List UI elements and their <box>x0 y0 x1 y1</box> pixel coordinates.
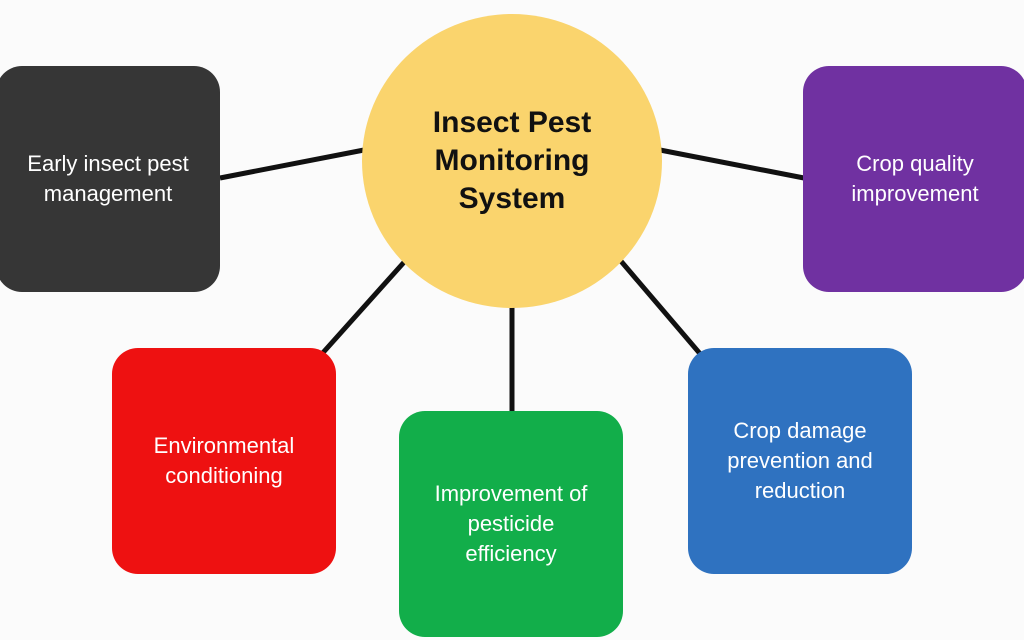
node-early-insect-pest-management: Early insect pest management <box>0 66 220 292</box>
connector-early <box>219 147 365 181</box>
node-label: Early insect pest management <box>27 151 189 206</box>
connector-damage <box>618 258 704 358</box>
node-crop-damage-prevention: Crop damage prevention and reduction <box>688 348 912 574</box>
node-label: Crop quality improvement <box>851 151 979 206</box>
node-crop-quality-improvement: Crop quality improvement <box>803 66 1024 292</box>
center-node: Insect Pest Monitoring System <box>362 14 662 308</box>
connector-quality <box>659 147 805 181</box>
connector-environmental <box>318 258 408 358</box>
center-title: Insect Pest Monitoring System <box>432 106 592 215</box>
node-pesticide-efficiency: Improvement of pesticide efficiency <box>399 411 623 637</box>
node-label: Crop damage prevention and reduction <box>727 418 873 503</box>
node-label: Improvement of pesticide efficiency <box>434 481 588 566</box>
node-label: Environmental conditioning <box>153 433 295 488</box>
node-environmental-conditioning: Environmental conditioning <box>112 348 336 574</box>
